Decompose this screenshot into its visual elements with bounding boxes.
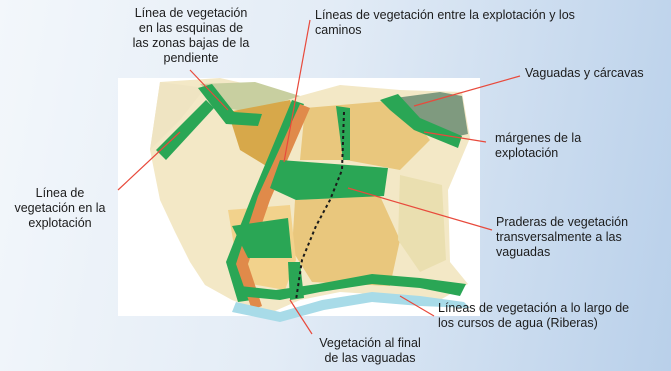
leader-field-line [117,131,181,191]
field-left [150,82,205,150]
meadow-block-upper [270,160,388,200]
stream [232,292,470,322]
label-field-line: Línea de vegetación en la explotación [14,186,106,230]
label-corner-lines: Línea de vegetación en las esquinas de l… [132,6,250,65]
label-gullies: Vaguadas y cárcavas [525,66,644,80]
leader-gully-end [289,299,313,335]
road [236,104,310,310]
field-tan-center [300,100,430,170]
leader-margins [423,131,487,143]
leader-roads [283,19,311,163]
leader-corner [189,69,229,111]
label-gully-end: Vegetación al final de las vaguadas [319,336,421,365]
label-farm-roads: Líneas de vegetación entre la explotació… [315,8,575,37]
label-riparian: Líneas de vegetación a lo largo de los c… [438,301,630,330]
label-margins: márgenes de la explotación [495,131,582,160]
riparian-strip [238,274,466,300]
field-tan-lower [292,196,400,286]
gully-vegetation-strip [336,106,350,160]
field-line-strip [156,100,214,160]
gully-area [395,92,468,140]
field-tan-right-lower [398,175,446,272]
leader-gullies [413,75,521,107]
label-meadows: Praderas de vegetación transversalmente … [496,215,629,259]
leader-lines [117,19,521,335]
leader-meadows [347,187,493,231]
leader-riparian [399,295,435,317]
gully-dashed-line [295,111,345,301]
meadow-block-left [232,218,292,258]
